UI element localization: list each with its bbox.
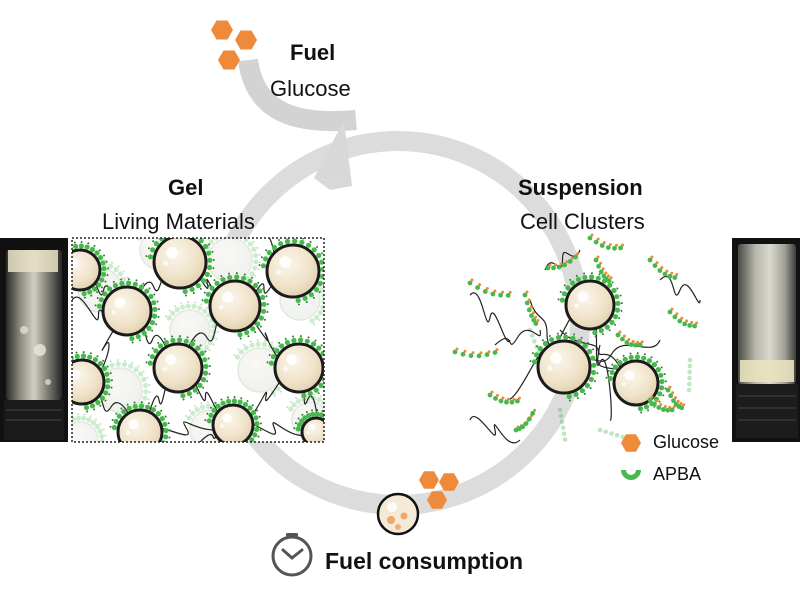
gel-title: Gel xyxy=(168,175,204,200)
fuel-title: Fuel xyxy=(290,40,336,65)
gel-vial-photo xyxy=(0,238,68,442)
glucose-hexagon-icon xyxy=(211,20,257,70)
suspension-network xyxy=(452,233,701,444)
glucose-hexagon-icon xyxy=(419,471,459,509)
clock-icon xyxy=(271,533,313,577)
suspension-subtitle: Cell Clusters xyxy=(520,209,645,234)
legend-apba-label: APBA xyxy=(653,464,702,484)
gel-subtitle: Living Materials xyxy=(102,209,255,234)
suspension-title: Suspension xyxy=(518,175,643,200)
legend-glucose-icon xyxy=(621,434,641,452)
legend-glucose-label: Glucose xyxy=(653,432,720,452)
legend-apba-icon xyxy=(621,470,641,480)
consumption-cell-icon xyxy=(376,492,420,536)
fuel-consumption-label: Fuel consumption xyxy=(325,548,524,574)
gel-network xyxy=(71,237,325,443)
fuel-subtitle: Glucose xyxy=(270,76,351,101)
suspension-vial-photo xyxy=(732,238,800,442)
